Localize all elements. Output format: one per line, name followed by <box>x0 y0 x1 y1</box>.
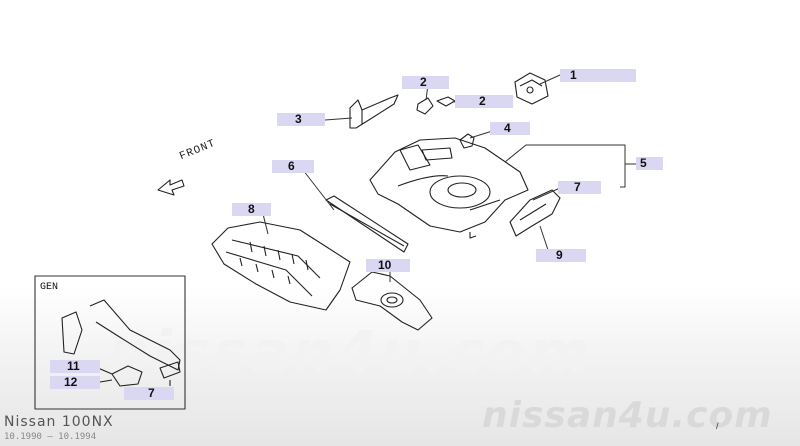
front-arrow <box>157 179 185 196</box>
part-2-clip-a <box>416 97 434 115</box>
part-3-gusset <box>349 94 399 129</box>
callout-9: 9 <box>536 249 586 262</box>
part-10-tunnel <box>351 271 433 331</box>
callout-12: 12 <box>50 376 100 389</box>
watermark-large: nissan4u.com <box>108 318 593 386</box>
callout-3: 3 <box>277 113 325 126</box>
model-title: Nissan 100NX <box>4 414 114 430</box>
callout-5: 5 <box>636 157 663 170</box>
inset-frame <box>34 275 186 410</box>
corner-mark: / <box>716 421 719 431</box>
callout-6: 6 <box>272 160 314 173</box>
callout-11: 11 <box>50 360 100 373</box>
part-4-bracket <box>459 133 475 149</box>
inset-label: GEN <box>40 282 59 293</box>
callout-7-main: 7 <box>558 181 601 194</box>
part-5-rear-floor <box>369 137 529 239</box>
callout-10: 10 <box>366 259 410 272</box>
callout-8: 8 <box>232 203 271 216</box>
callout-2-upper: 2 <box>402 76 449 89</box>
callout-4: 4 <box>490 122 530 135</box>
part-6-rail <box>325 195 409 253</box>
callout-7-inset: 7 <box>124 387 174 400</box>
part-1-bracket <box>514 72 549 105</box>
date-range: 10.1990 – 10.1994 <box>4 432 97 442</box>
callout-2-lower: 2 <box>455 95 513 108</box>
watermark-small: nissan4u.com <box>482 395 773 436</box>
part-9-member <box>509 189 561 237</box>
callout-1: 1 <box>560 69 636 82</box>
part-8-front-floor <box>211 221 351 311</box>
